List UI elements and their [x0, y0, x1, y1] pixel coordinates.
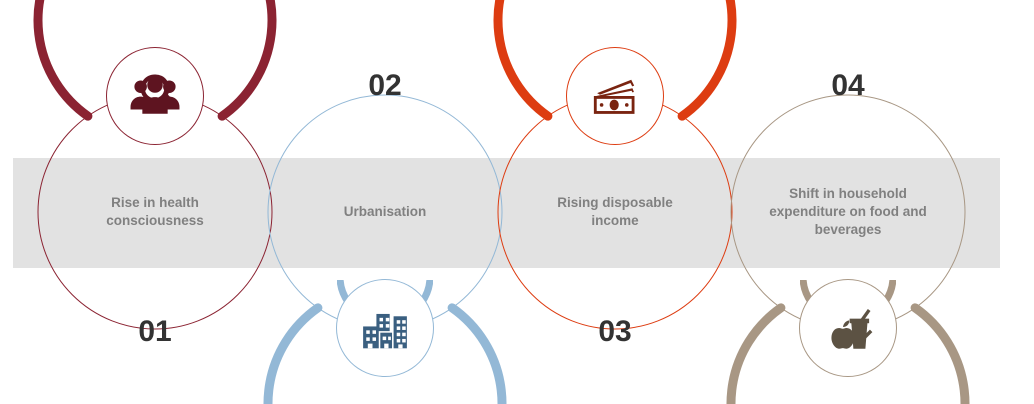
city-buildings-icon: [360, 303, 410, 353]
node-02[interactable]: Urbanisation 02: [263, 71, 507, 404]
node-number: 01: [138, 315, 172, 348]
node-number: 02: [368, 69, 402, 102]
node-caption-text: Rise in health consciousness: [106, 194, 204, 228]
ring-thick-arc: [33, 0, 277, 121]
icon-bubble-04[interactable]: [800, 280, 896, 376]
ring-thick-arc: [726, 303, 970, 404]
highlight-band: [13, 158, 1000, 268]
icon-bubble-01[interactable]: [107, 48, 203, 144]
node-caption-text: Shift in household expenditure on food a…: [769, 185, 927, 238]
node-caption: Shift in household expenditure on food a…: [736, 92, 960, 332]
node-caption: Urbanisation: [273, 92, 497, 332]
apple-drink-check-icon: [822, 302, 874, 354]
icon-bubble-03[interactable]: [567, 48, 663, 144]
ring-thick-arc: [493, 0, 737, 121]
node-number: 04: [831, 69, 865, 102]
node-04[interactable]: Shift in household expenditure on food a…: [726, 71, 970, 404]
banknotes-icon: [589, 70, 641, 122]
icon-bubble-02[interactable]: [337, 280, 433, 376]
node-caption: Rising disposable income: [503, 92, 727, 332]
node-number: 03: [598, 315, 632, 348]
node-caption: Rise in health consciousness: [43, 92, 267, 332]
ring-thick-arc: [263, 303, 507, 404]
people-search-icon: [128, 69, 182, 123]
node-01[interactable]: Rise in health consciousness 01: [33, 0, 277, 347]
node-caption-text: Rising disposable income: [557, 194, 673, 228]
node-caption-text: Urbanisation: [343, 203, 427, 219]
node-03[interactable]: Rising disposable income 03: [493, 0, 737, 347]
